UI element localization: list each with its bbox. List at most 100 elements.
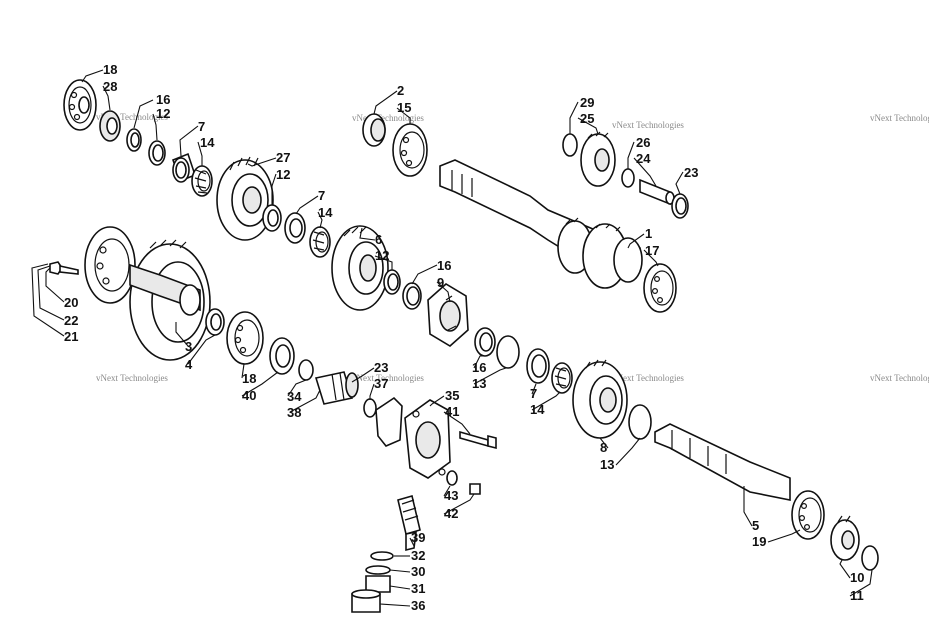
ring-12-mid bbox=[262, 204, 282, 232]
callout-23-top: 23 bbox=[684, 165, 698, 180]
input-shaft-5 bbox=[654, 423, 791, 501]
callout-1: 1 bbox=[645, 226, 652, 241]
callout-9: 9 bbox=[437, 275, 444, 290]
callout-5: 5 bbox=[752, 518, 759, 533]
gear-3 bbox=[129, 239, 211, 361]
housing-35 bbox=[404, 399, 451, 479]
gear-25 bbox=[580, 131, 616, 187]
callout-43: 43 bbox=[444, 488, 458, 503]
washer-16-top bbox=[126, 128, 142, 152]
ring-12-right bbox=[383, 269, 401, 295]
callout-41: 41 bbox=[445, 404, 459, 419]
callout-6: 6 bbox=[375, 232, 382, 247]
callout-13-bottom: 13 bbox=[600, 457, 614, 472]
callout-14-top: 14 bbox=[200, 135, 215, 150]
needle-bearing-14-mid bbox=[309, 226, 331, 258]
washer-4 bbox=[205, 308, 225, 336]
callout-16-right: 16 bbox=[437, 258, 451, 273]
callout-34: 34 bbox=[287, 389, 302, 404]
callout-24: 24 bbox=[636, 151, 651, 166]
bearing-18-top bbox=[63, 79, 97, 131]
gear-27 bbox=[216, 156, 274, 241]
callout-27: 27 bbox=[276, 150, 290, 165]
watermarks: vNext Technologies vNext Technologies vN… bbox=[96, 112, 929, 383]
seal-2 bbox=[362, 113, 386, 147]
bolt-22 bbox=[49, 261, 79, 275]
bushing-7-top bbox=[172, 152, 196, 183]
callout-2: 2 bbox=[397, 83, 404, 98]
pin-24 bbox=[639, 178, 675, 206]
callout-19: 19 bbox=[752, 534, 766, 549]
callout-16-top: 16 bbox=[156, 92, 170, 107]
bushing-28 bbox=[99, 110, 121, 142]
screw-42 bbox=[469, 483, 481, 495]
bushing-40 bbox=[269, 337, 295, 375]
needle-bearing-14-top bbox=[191, 165, 213, 197]
ring-12-top bbox=[148, 140, 166, 166]
bearing-15 bbox=[392, 123, 428, 177]
watermark-4: vNext Technologies bbox=[870, 113, 929, 123]
washer-43 bbox=[446, 470, 458, 486]
bushing-23-top bbox=[671, 193, 689, 219]
bearing-20 bbox=[84, 226, 136, 304]
washer-13-bottom bbox=[628, 404, 652, 440]
washer-34 bbox=[298, 359, 314, 381]
callout-18-top: 18 bbox=[103, 62, 117, 77]
gear-8 bbox=[572, 359, 628, 439]
callout-38: 38 bbox=[287, 405, 301, 420]
gasket-33 bbox=[375, 396, 403, 447]
callout-12-right: 12 bbox=[375, 248, 389, 263]
o-ring-30 bbox=[365, 565, 391, 575]
callout-14-bottom: 14 bbox=[530, 402, 545, 417]
ring-32 bbox=[370, 551, 394, 561]
callout-37: 37 bbox=[374, 376, 388, 391]
callout-28: 28 bbox=[103, 79, 117, 94]
callout-8: 8 bbox=[600, 440, 607, 455]
callout-31: 31 bbox=[411, 581, 425, 596]
bushing-7-bottom bbox=[526, 348, 550, 384]
cap-36 bbox=[351, 589, 381, 613]
callout-39: 39 bbox=[411, 530, 425, 545]
callout-3: 3 bbox=[185, 339, 192, 354]
callout-7-mid: 7 bbox=[318, 188, 325, 203]
sprocket-10 bbox=[830, 515, 860, 561]
leader-lines bbox=[31, 69, 873, 607]
callout-4: 4 bbox=[185, 357, 193, 372]
callout-21: 21 bbox=[64, 329, 78, 344]
watermark-5: vNext Technologies bbox=[96, 373, 168, 383]
callout-26: 26 bbox=[636, 135, 650, 150]
shaft-38 bbox=[314, 371, 359, 405]
watermark-2: vNext Technologies bbox=[352, 113, 424, 123]
needle-bearing-14-bottom bbox=[551, 362, 573, 394]
washer-13-mid bbox=[496, 335, 520, 369]
callout-14-mid: 14 bbox=[318, 205, 333, 220]
callout-18-bottom: 18 bbox=[242, 371, 256, 386]
callout-25: 25 bbox=[580, 111, 594, 126]
shift-fork-9 bbox=[427, 283, 469, 347]
gear-cluster-output bbox=[557, 217, 643, 289]
housing-31 bbox=[365, 575, 391, 593]
watermark-8: vNext Technologies bbox=[870, 373, 929, 383]
callout-33: 23 bbox=[374, 360, 388, 375]
callout-32: 32 bbox=[411, 548, 425, 563]
callout-30: 30 bbox=[411, 564, 425, 579]
callout-29: 29 bbox=[580, 95, 594, 110]
bushing-7-mid bbox=[284, 212, 306, 244]
watermark-3: vNext Technologies bbox=[612, 120, 684, 130]
callout-labels: 18 28 16 12 7 14 27 12 7 14 6 12 16 9 2 … bbox=[64, 62, 864, 613]
callout-12-mid: 12 bbox=[276, 167, 290, 182]
washer-16-right bbox=[402, 282, 422, 310]
callout-12-top: 12 bbox=[156, 106, 170, 121]
callout-13-mid: 13 bbox=[472, 376, 486, 391]
callout-42: 42 bbox=[444, 506, 458, 521]
ring-29 bbox=[562, 133, 578, 157]
callout-17: 17 bbox=[645, 243, 659, 258]
ring-16-bottom bbox=[474, 327, 496, 357]
callout-35: 35 bbox=[445, 388, 459, 403]
callout-22: 22 bbox=[64, 313, 78, 328]
callout-36: 36 bbox=[411, 598, 425, 613]
watermark-7: vNext Technologies bbox=[612, 373, 684, 383]
watermark-6: vNext Technologies bbox=[352, 373, 424, 383]
bearing-17 bbox=[643, 263, 677, 313]
